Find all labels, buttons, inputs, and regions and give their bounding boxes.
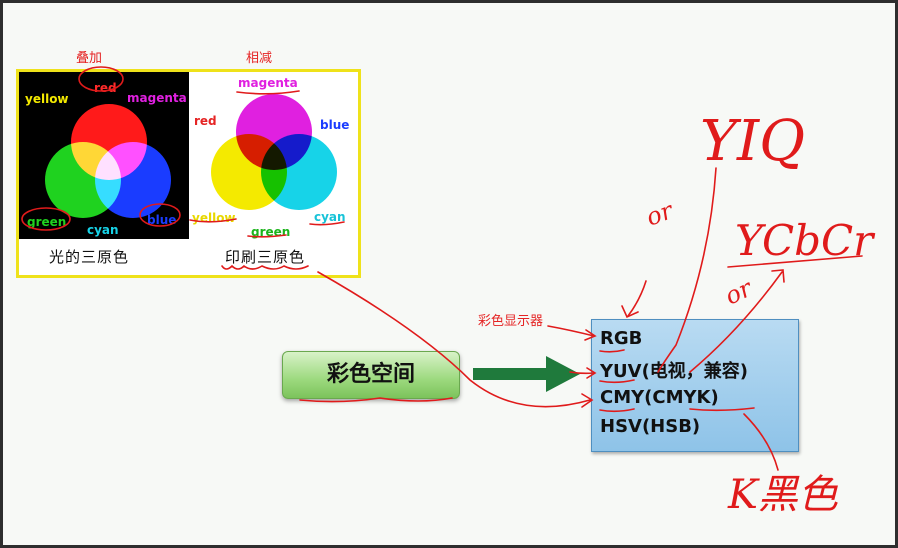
connector-arrowhead-cmy <box>581 393 594 408</box>
line-cmyk-to-black <box>743 413 779 471</box>
underline-green <box>247 234 287 238</box>
additive-label-cyan: cyan <box>87 223 119 237</box>
arrow-right-icon <box>546 356 580 392</box>
subtractive-label-red: red <box>194 114 217 128</box>
underline-rgb <box>599 349 625 353</box>
underline-ycbcr <box>727 255 863 268</box>
color-models-box: RGB YUV(电视，兼容) CMY(CMYK) HSV(HSB) <box>591 319 799 452</box>
handwriting-yiq: YIQ <box>700 109 805 174</box>
underline-button <box>299 397 453 403</box>
additive-label-magenta: magenta <box>127 91 187 105</box>
additive-heading: 叠加 <box>76 51 103 66</box>
handwriting-or-left: or <box>642 196 677 232</box>
underline-cmyk <box>689 407 755 412</box>
subtractive-heading: 相减 <box>246 51 273 66</box>
model-cmy: CMY(CMYK) <box>600 387 719 408</box>
underline-yuv <box>599 379 635 384</box>
handwriting-or-right: or <box>721 273 758 310</box>
circle-annotation-green <box>21 207 71 231</box>
subtractive-label-magenta: magenta <box>238 76 298 90</box>
display-annotation-label: 彩色显示器 <box>478 314 544 329</box>
subtractive-cyan-circle <box>261 134 337 210</box>
arrow-shaft <box>473 368 549 380</box>
underline-caption <box>221 264 309 270</box>
handwriting-black: K黑色 <box>727 472 839 518</box>
additive-label-yellow: yellow <box>25 92 69 106</box>
connector-to-yuv <box>569 371 595 375</box>
subtractive-label-cyan: cyan <box>314 210 346 224</box>
primary-colors-panel: yellow red magenta green cyan blue 光的三原色… <box>16 69 361 278</box>
additive-circles <box>45 104 171 218</box>
additive-blue-circle <box>95 142 171 218</box>
connector-annotation-to-rgb <box>547 325 595 337</box>
connector-printing-to-cmy <box>317 271 591 408</box>
handwriting-ycbcr: YCbCr <box>735 216 876 265</box>
ycbcr-arrowhead <box>771 269 785 283</box>
additive-label-green: green <box>27 215 67 229</box>
circle-annotation-blue <box>139 203 181 227</box>
color-space-button[interactable]: 彩色空间 <box>282 351 460 399</box>
additive-diagram: yellow red magenta green cyan blue <box>19 72 189 239</box>
underline-cmy <box>599 408 635 413</box>
connector-arrowhead-yuv <box>586 367 597 379</box>
line-rgb-arrow <box>627 280 647 317</box>
connector-arrowhead-rgb <box>584 329 597 341</box>
subtractive-circles <box>211 94 337 210</box>
additive-label-blue: blue <box>147 213 177 227</box>
model-rgb: RGB <box>600 328 643 349</box>
subtractive-caption: 印刷三原色 <box>225 248 306 266</box>
model-yuv: YUV(电视，兼容) <box>600 361 749 382</box>
circle-annotation-red <box>78 66 124 92</box>
line-yiq-down <box>657 167 717 373</box>
line-ycbcr <box>689 271 783 373</box>
underline-yellow <box>189 218 237 223</box>
underline-magenta <box>236 90 300 95</box>
rgb-arrowhead <box>621 305 639 319</box>
additive-caption: 光的三原色 <box>49 248 130 266</box>
underline-cyan <box>309 221 345 226</box>
model-hsv: HSV(HSB) <box>600 416 701 437</box>
subtractive-label-blue: blue <box>320 118 350 132</box>
